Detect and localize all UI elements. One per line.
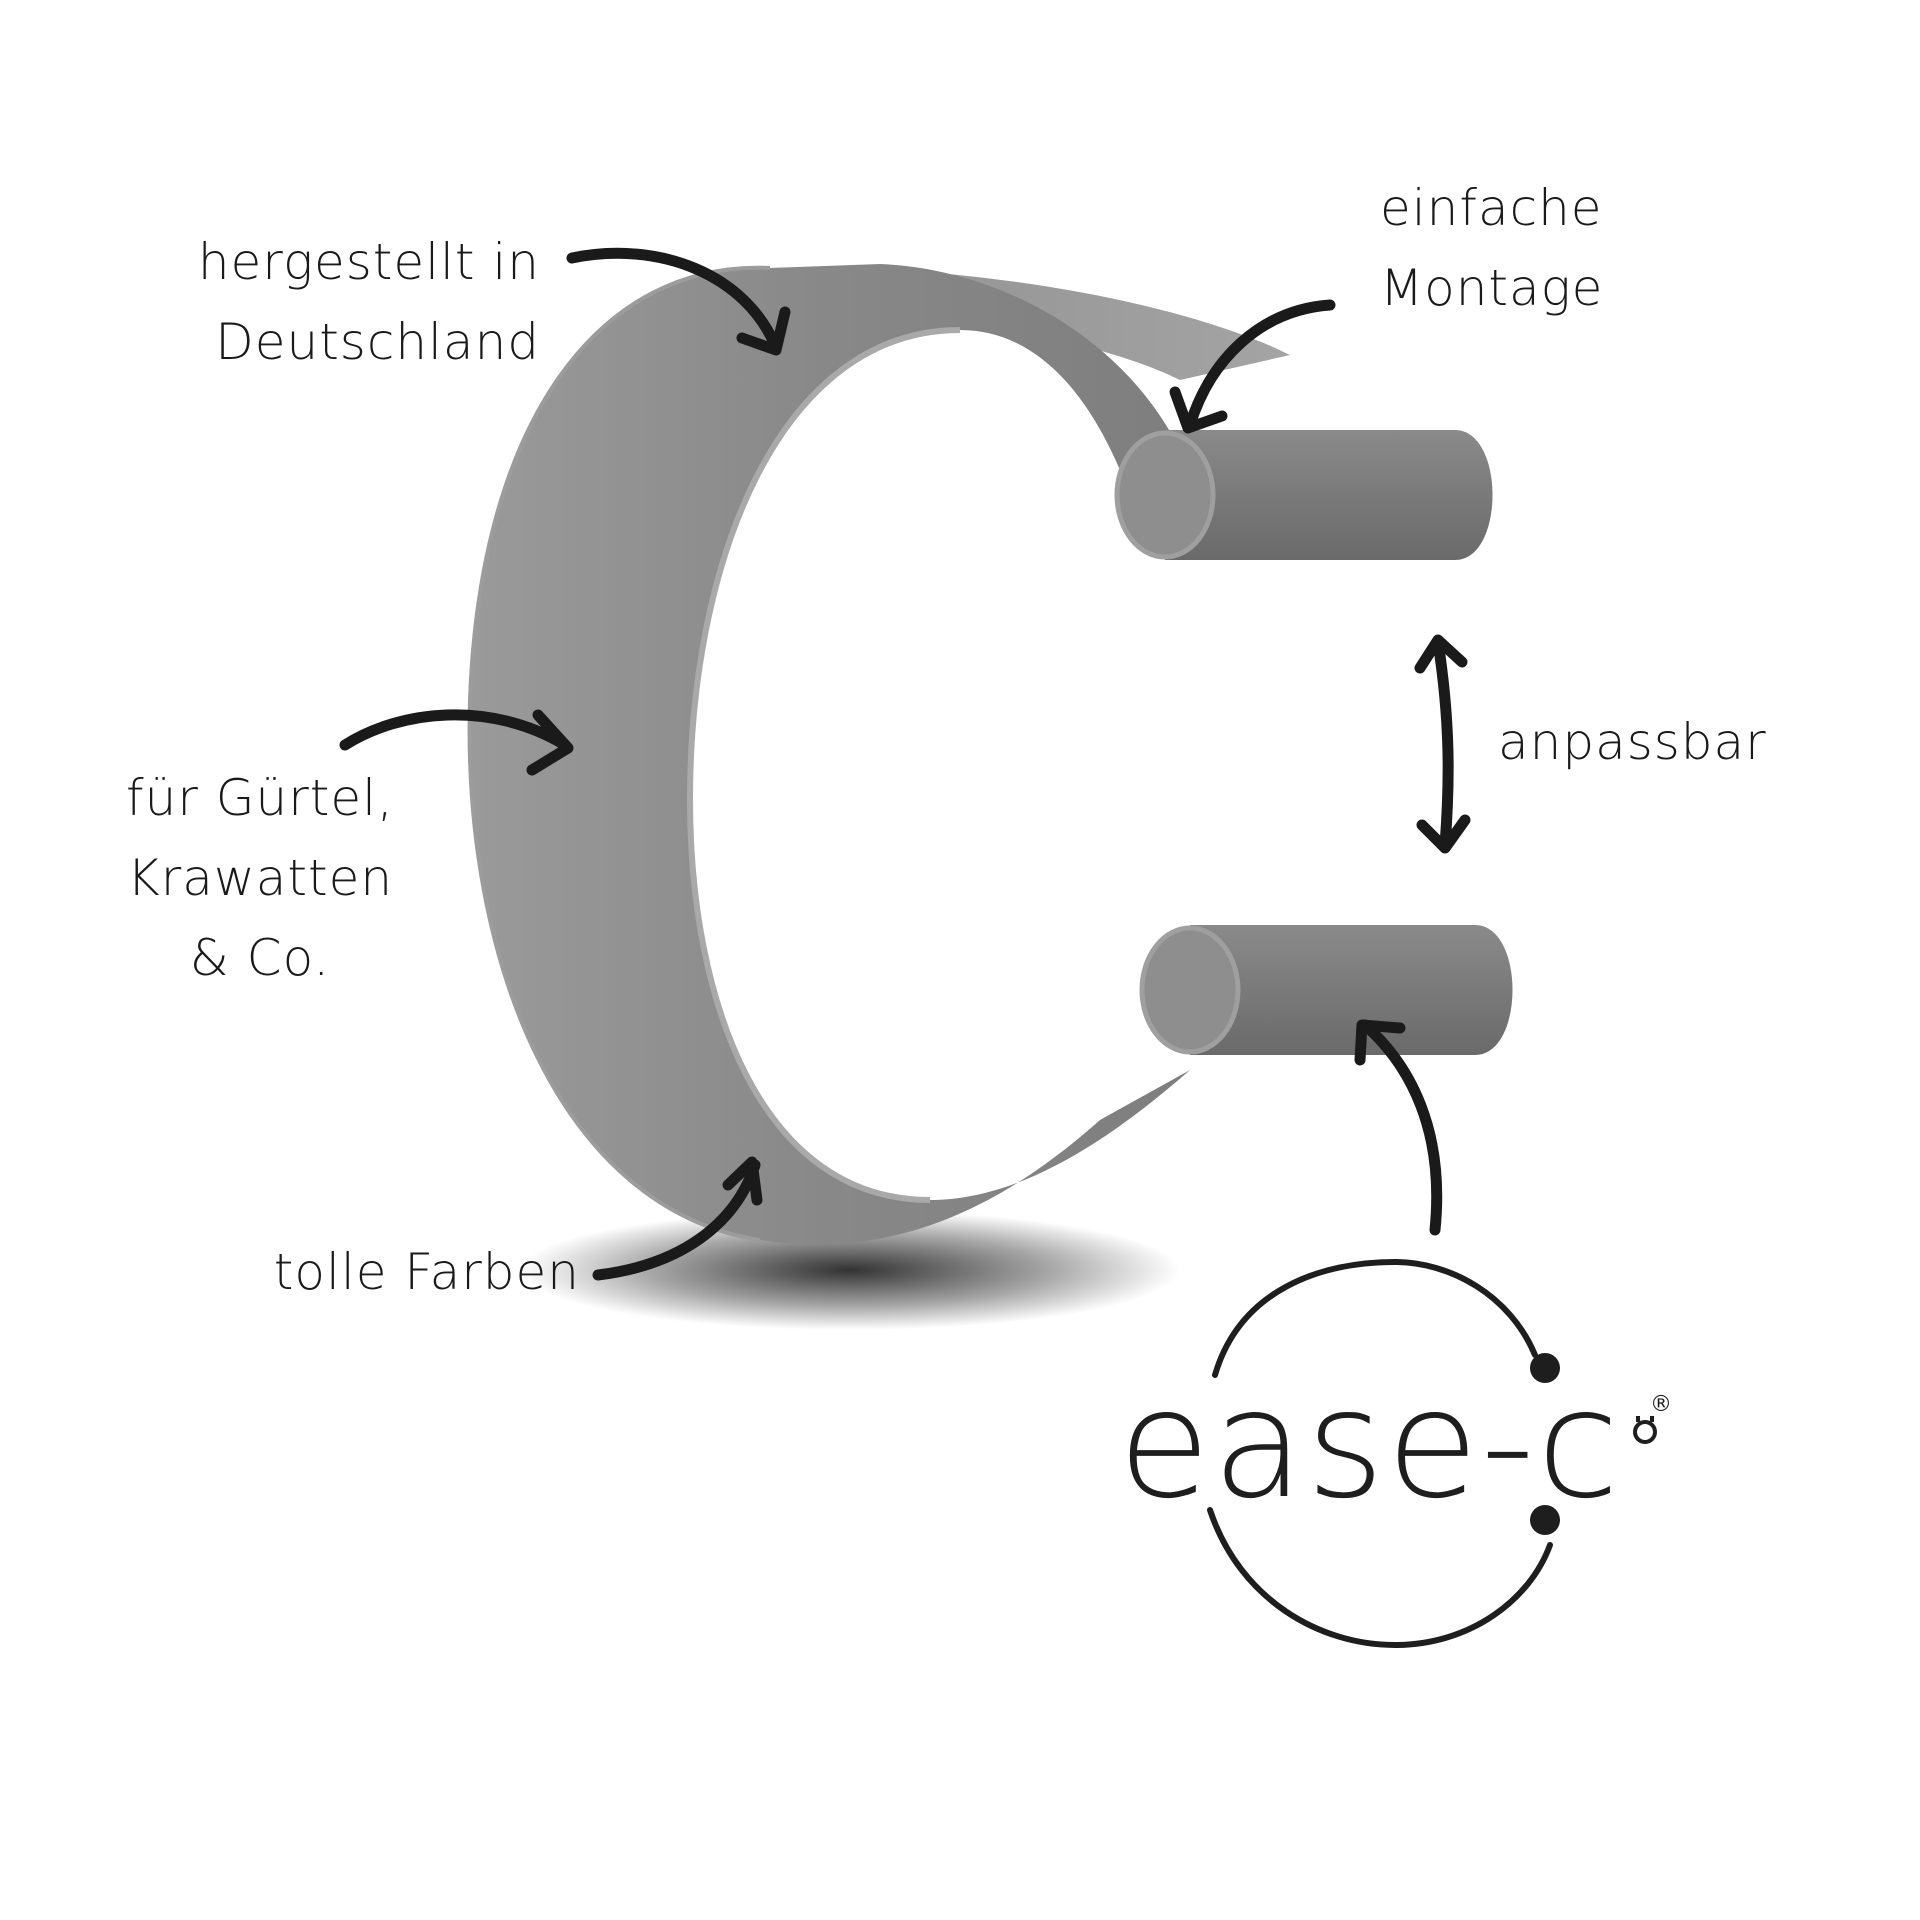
top-peg xyxy=(1114,430,1493,560)
registered-mark: ® xyxy=(1650,1392,1672,1417)
band-front xyxy=(469,264,1190,1245)
label-line: anpassbar xyxy=(1498,713,1767,771)
label-line: hergestellt in xyxy=(197,233,540,291)
label-line: tolle Farben xyxy=(273,1243,580,1301)
double-arrow-icon xyxy=(1414,634,1471,854)
curved-arrow-icon xyxy=(1354,1019,1443,1236)
label-line: für Gürtel, xyxy=(126,769,394,827)
logo-ring xyxy=(1207,1258,1553,1649)
logo-wordmark: ease-c xyxy=(1118,1358,1622,1532)
label-adjustable: anpassbar xyxy=(1498,702,1828,782)
label-easy-mounting: einfache Montage xyxy=(1380,168,1740,328)
label-made-in-germany: hergestellt in Deutschland xyxy=(140,222,540,382)
band-rim xyxy=(467,265,771,1242)
plug-icon xyxy=(1633,1416,1657,1444)
curved-arrow-icon xyxy=(1169,299,1336,434)
logo-dot-icon xyxy=(1530,1505,1560,1535)
label-line: einfache xyxy=(1380,179,1603,237)
label-line: Montage xyxy=(1380,259,1604,317)
curved-arrow-icon xyxy=(592,1156,763,1281)
logo-dot-icon xyxy=(1530,1353,1560,1383)
label-line: Deutschland xyxy=(215,313,540,371)
label-uses: für Gürtel, Krawatten & Co. xyxy=(80,758,440,998)
product-shadow xyxy=(520,1210,1180,1330)
label-great-colors: tolle Farben xyxy=(200,1232,580,1312)
curved-arrow-icon xyxy=(566,247,791,356)
label-line: Krawatten xyxy=(126,849,394,907)
curved-arrow-icon xyxy=(339,709,574,776)
label-line: & Co. xyxy=(189,929,331,987)
bottom-peg xyxy=(1139,925,1513,1055)
band-inner-edge xyxy=(686,327,961,1203)
